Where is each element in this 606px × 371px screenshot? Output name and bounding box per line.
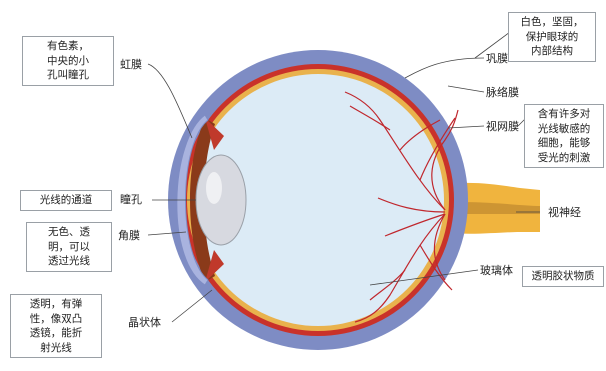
lens-note: 透明，有弹性，像双凸透镜，能折射光线 bbox=[10, 294, 102, 358]
pupil-label: 瞳孔 bbox=[120, 193, 142, 207]
iris-note: 有色素，中央的小孔叫瞳孔 bbox=[22, 36, 114, 86]
optic-nerve-label: 视神经 bbox=[548, 206, 581, 220]
sclera-note: 白色，坚固，保护眼球的内部结构 bbox=[508, 12, 596, 62]
iris-label: 虹膜 bbox=[120, 58, 142, 72]
choroid-label: 脉络膜 bbox=[486, 86, 519, 100]
vitreous-note: 透明胶状物质 bbox=[522, 266, 604, 287]
pupil-note: 光线的通道 bbox=[20, 190, 112, 211]
cornea-note: 无色、透明，可以透过光线 bbox=[26, 222, 112, 272]
retina-label: 视网膜 bbox=[486, 120, 519, 134]
retina-note: 含有许多对光线敏感的细胞，能够受光的刺激 bbox=[524, 104, 604, 168]
vitreous-label: 玻璃体 bbox=[480, 264, 513, 278]
lens bbox=[196, 155, 246, 245]
sclera-label: 巩膜 bbox=[486, 52, 508, 66]
lens-label: 晶状体 bbox=[128, 316, 161, 330]
cornea-label: 角膜 bbox=[118, 229, 140, 243]
